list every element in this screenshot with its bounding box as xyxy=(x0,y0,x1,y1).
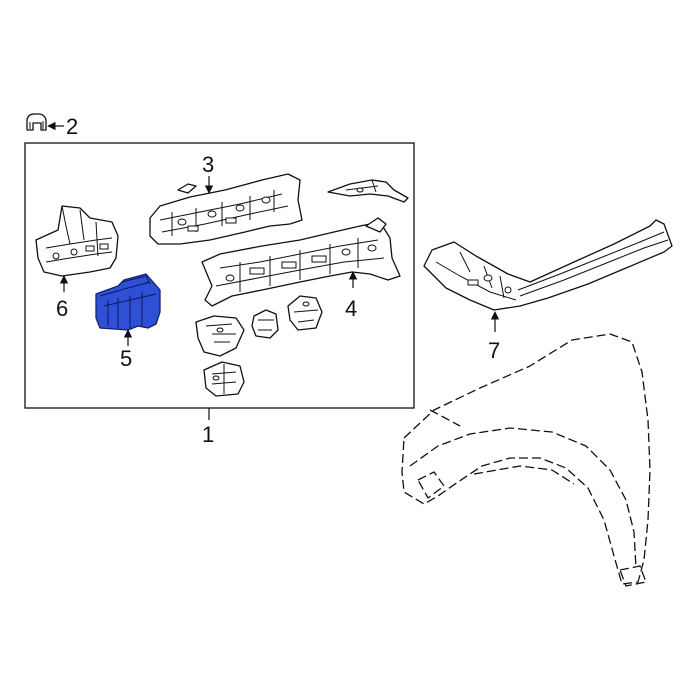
part-2-clip[interactable] xyxy=(26,113,47,131)
callout-3: 3 xyxy=(202,152,214,177)
part-4-side-member[interactable] xyxy=(201,217,401,307)
part-7-upper-member[interactable] xyxy=(423,219,673,311)
part-5-highlighted-bracket[interactable] xyxy=(95,273,161,331)
part-6-front-member[interactable] xyxy=(35,205,119,277)
callout-6: 6 xyxy=(56,296,68,321)
lower-bracket-a[interactable] xyxy=(195,315,245,357)
lower-bracket-d[interactable] xyxy=(203,361,245,397)
callout-7: 7 xyxy=(488,338,500,363)
fender-reference-outline xyxy=(401,333,651,587)
callout-4: 4 xyxy=(345,296,357,321)
lower-bracket-b[interactable] xyxy=(251,309,279,339)
upper-bracket[interactable] xyxy=(327,179,409,203)
lower-bracket-c[interactable] xyxy=(287,295,323,331)
part-3-upper-reinforcement[interactable] xyxy=(149,173,303,245)
assembly-frame xyxy=(24,142,415,409)
callout-1: 1 xyxy=(202,422,214,447)
callout-2: 2 xyxy=(66,114,78,139)
callout-5: 5 xyxy=(120,346,132,371)
